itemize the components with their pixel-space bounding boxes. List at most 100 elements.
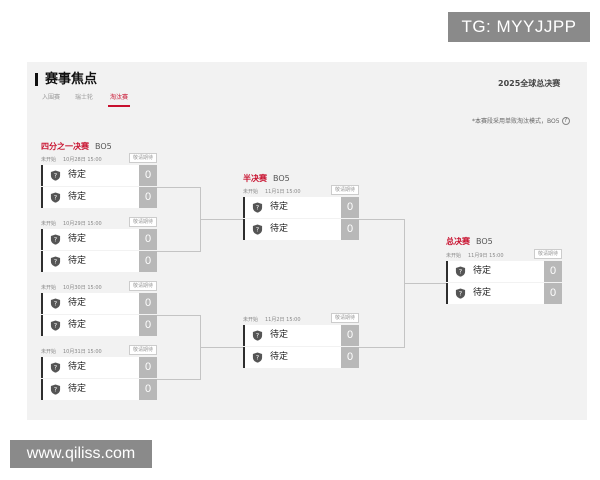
team-score: 0 xyxy=(544,283,562,304)
team-name: 待定 xyxy=(68,170,87,180)
match-status: 未开始 xyxy=(41,157,57,163)
match-final[interactable]: 未开始 11月9日 15:00 敬请期待 ? 待定 0 ? 待定 0 xyxy=(446,249,562,304)
team-score: 0 xyxy=(341,325,359,346)
match-time: 11月9日 15:00 xyxy=(468,253,504,259)
team-score: 0 xyxy=(139,251,157,272)
round-name: 四分之一决赛 xyxy=(41,142,89,151)
shield-icon: ? xyxy=(252,224,263,235)
team-score: 0 xyxy=(139,357,157,378)
team-score: 0 xyxy=(139,165,157,186)
match-semifinal-2[interactable]: 未开始 11月2日 15:00 敬请期待 ? 待定 0 ? 待定 0 xyxy=(243,313,359,368)
match-semifinal-1[interactable]: 未开始 11月1日 15:00 敬请期待 ? 待定 0 ? 待定 0 xyxy=(243,185,359,240)
team-name: 待定 xyxy=(270,330,289,340)
match-status: 未开始 xyxy=(243,317,259,323)
team-row[interactable]: ? 待定 0 xyxy=(41,229,157,250)
season-title: 2025全球总决赛 xyxy=(498,79,561,88)
match-time: 10月30日 15:00 xyxy=(63,285,102,291)
team-name: 待定 xyxy=(68,298,87,308)
shield-icon: ? xyxy=(455,288,466,299)
team-row[interactable]: ? 待定 0 xyxy=(446,261,562,282)
shield-icon: ? xyxy=(252,330,263,341)
stage-tabs: 入围赛 瑞士轮 淘汰赛 xyxy=(42,94,138,107)
team-row[interactable]: ? 待定 0 xyxy=(41,293,157,314)
replay-button[interactable]: 敬请期待 xyxy=(128,153,157,163)
shield-icon: ? xyxy=(50,192,61,203)
match-status: 未开始 xyxy=(243,189,259,195)
help-icon[interactable]: ? xyxy=(561,116,570,125)
team-row[interactable]: ? 待定 0 xyxy=(41,357,157,378)
match-meta: 未开始 10月30日 15:00 敬请期待 xyxy=(41,281,157,292)
svg-text:?: ? xyxy=(54,258,57,266)
team-row[interactable]: ? 待定 0 xyxy=(41,165,157,186)
match-time: 10月28日 15:00 xyxy=(63,157,102,163)
team-name: 待定 xyxy=(68,192,87,202)
team-row[interactable]: ? 待定 0 xyxy=(41,315,157,336)
shield-icon: ? xyxy=(50,362,61,373)
team-name: 待定 xyxy=(68,384,87,394)
connector-line xyxy=(404,283,446,284)
team-row[interactable]: ? 待定 0 xyxy=(243,325,359,346)
match-quarterfinal-4[interactable]: 未开始 10月31日 15:00 敬请期待 ? 待定 0 ? 待定 0 xyxy=(41,345,157,400)
team-row[interactable]: ? 待定 0 xyxy=(243,219,359,240)
tab-play-in[interactable]: 入围赛 xyxy=(42,94,61,101)
match-meta: 未开始 11月2日 15:00 敬请期待 xyxy=(243,313,359,324)
replay-button[interactable]: 敬请期待 xyxy=(330,313,359,323)
tab-knockout[interactable]: 淘汰赛 xyxy=(108,94,131,107)
match-quarterfinal-3[interactable]: 未开始 10月30日 15:00 敬请期待 ? 待定 0 ? 待定 0 xyxy=(41,281,157,336)
team-name: 待定 xyxy=(473,288,492,298)
replay-button[interactable]: 敬请期待 xyxy=(128,281,157,291)
team-row[interactable]: ? 待定 0 xyxy=(243,347,359,368)
connector-line xyxy=(359,347,405,348)
shield-icon: ? xyxy=(252,202,263,213)
match-meta: 未开始 11月9日 15:00 敬请期待 xyxy=(446,249,562,260)
round-format: BO5 xyxy=(95,142,112,151)
connector-line xyxy=(359,219,405,220)
team-score: 0 xyxy=(139,187,157,208)
match-meta: 未开始 10月28日 15:00 敬请期待 xyxy=(41,153,157,164)
team-row[interactable]: ? 待定 0 xyxy=(41,187,157,208)
svg-text:?: ? xyxy=(459,268,462,276)
svg-text:?: ? xyxy=(54,172,57,180)
replay-button[interactable]: 敬请期待 xyxy=(128,217,157,227)
team-row[interactable]: ? 待定 0 xyxy=(41,379,157,400)
round-format: BO5 xyxy=(476,237,493,246)
connector-line xyxy=(157,379,201,380)
tab-swiss[interactable]: 瑞士轮 xyxy=(75,94,94,101)
shield-icon: ? xyxy=(50,320,61,331)
match-time: 11月2日 15:00 xyxy=(265,317,301,323)
team-name: 待定 xyxy=(270,202,289,212)
team-score: 0 xyxy=(139,229,157,250)
team-name: 待定 xyxy=(68,362,87,372)
format-note: *本赛段采用单败淘汰模式，BO5 ? xyxy=(472,116,570,125)
replay-button[interactable]: 敬请期待 xyxy=(128,345,157,355)
match-quarterfinal-2[interactable]: 未开始 10月29日 15:00 敬请期待 ? 待定 0 ? 待定 0 xyxy=(41,217,157,272)
replay-button[interactable]: 敬请期待 xyxy=(330,185,359,195)
replay-button[interactable]: 敬请期待 xyxy=(533,249,562,259)
team-name: 待定 xyxy=(270,352,289,362)
match-quarterfinal-1[interactable]: 未开始 10月28日 15:00 敬请期待 ? 待定 0 ? 待定 0 xyxy=(41,153,157,208)
match-status: 未开始 xyxy=(41,285,57,291)
shield-icon: ? xyxy=(50,234,61,245)
svg-text:?: ? xyxy=(54,322,57,330)
team-score: 0 xyxy=(139,315,157,336)
team-row[interactable]: ? 待定 0 xyxy=(243,197,359,218)
svg-text:?: ? xyxy=(256,204,259,212)
match-meta: 未开始 11月1日 15:00 敬请期待 xyxy=(243,185,359,196)
team-name: 待定 xyxy=(473,266,492,276)
team-row[interactable]: ? 待定 0 xyxy=(446,283,562,304)
round-format: BO5 xyxy=(273,174,290,183)
shield-icon: ? xyxy=(252,352,263,363)
team-score: 0 xyxy=(341,219,359,240)
match-status: 未开始 xyxy=(446,253,462,259)
shield-icon: ? xyxy=(50,256,61,267)
svg-text:?: ? xyxy=(54,300,57,308)
watermark-url: www.qiliss.com xyxy=(10,440,152,468)
match-time: 10月31日 15:00 xyxy=(63,349,102,355)
connector-line xyxy=(157,315,201,316)
format-note-text: *本赛段采用单败淘汰模式，BO5 xyxy=(472,118,560,125)
team-name: 待定 xyxy=(68,320,87,330)
team-row[interactable]: ? 待定 0 xyxy=(41,251,157,272)
round-label-quarterfinal: 四分之一决赛 BO5 xyxy=(41,141,112,152)
match-meta: 未开始 10月29日 15:00 敬请期待 xyxy=(41,217,157,228)
